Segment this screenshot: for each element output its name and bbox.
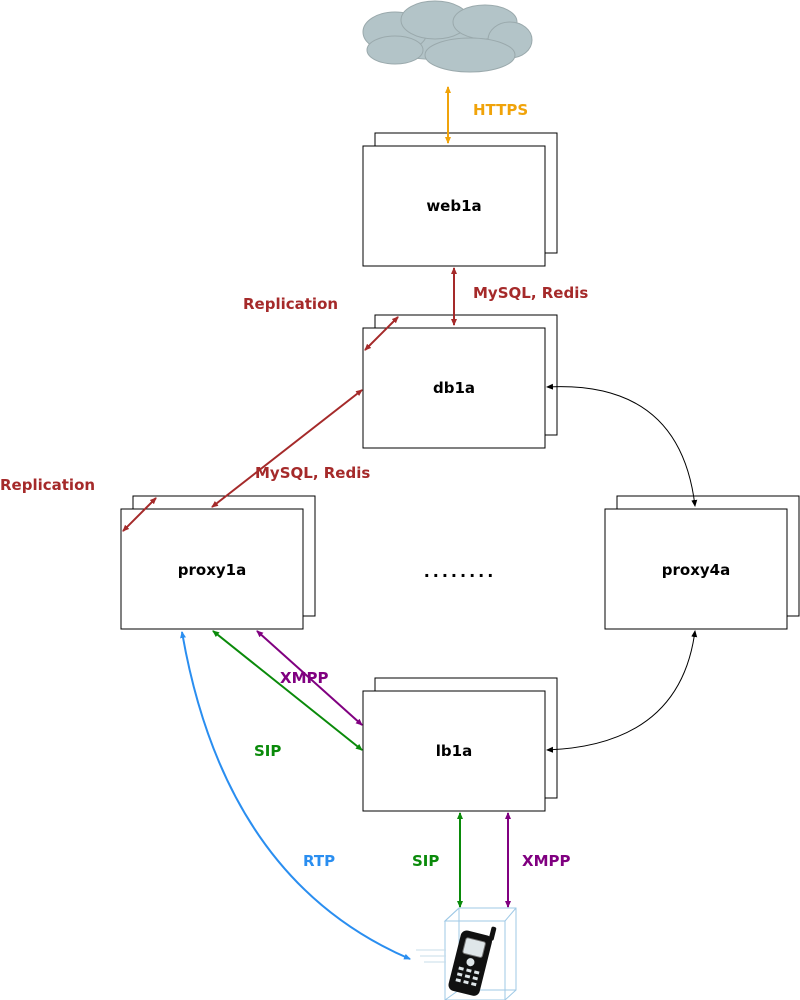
- ellipsis-more-proxies: ........: [424, 562, 497, 581]
- edge-mysql-proxy: [211, 389, 363, 508]
- edge-https-label: HTTPS: [473, 101, 528, 119]
- node-lb-label: lb1a: [436, 742, 472, 760]
- edge-sip-proxy-label: SIP: [254, 742, 281, 760]
- node-web[interactable]: web1a: [362, 132, 558, 267]
- edge-xmpp-proxy-label: XMPP: [280, 669, 328, 687]
- node-proxy1[interactable]: proxy1a: [120, 495, 316, 630]
- edge-sip-lb-label: SIP: [412, 852, 439, 870]
- node-proxy1-label: proxy1a: [178, 561, 246, 579]
- node-web-label: web1a: [426, 197, 481, 215]
- edge-rtp: [180, 631, 411, 960]
- edge-sip-proxy: [212, 630, 363, 751]
- edge-replication-proxy-label: Replication: [0, 476, 95, 494]
- edge-replication-db-label: Replication: [243, 295, 338, 313]
- node-db-label: db1a: [433, 379, 475, 397]
- mobile-phone-icon: [416, 907, 517, 1000]
- edge-lb-proxy4: [546, 630, 698, 753]
- node-proxy4[interactable]: proxy4a: [604, 495, 800, 630]
- node-db[interactable]: db1a: [362, 314, 558, 449]
- edge-replication-proxy: [122, 497, 157, 532]
- edge-rtp-label: RTP: [303, 852, 335, 870]
- edge-mysql-web-label: MySQL, Redis: [473, 284, 588, 302]
- edge-mysql-proxy-label: MySQL, Redis: [255, 464, 370, 482]
- edge-xmpp-lb-label: XMPP: [522, 852, 570, 870]
- node-proxy4-label: proxy4a: [662, 561, 730, 579]
- edge-db-proxy4: [546, 383, 698, 507]
- edge-replication-db: [364, 316, 399, 351]
- node-lb[interactable]: lb1a: [362, 677, 558, 812]
- cloud-icon: [362, 0, 533, 73]
